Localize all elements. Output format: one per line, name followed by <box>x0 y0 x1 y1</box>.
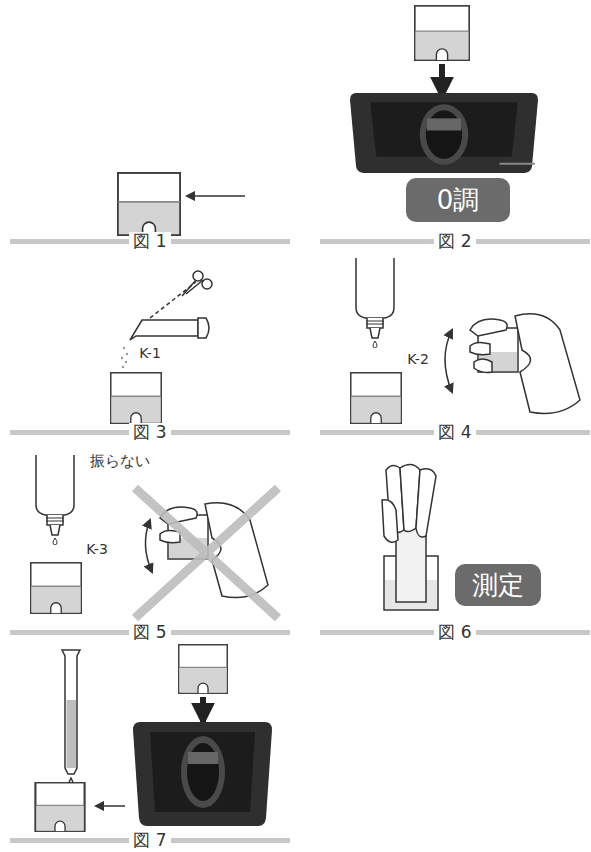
figure-caption: 図 1 <box>129 232 170 252</box>
reagent-label: 振らない <box>86 453 154 470</box>
reagent-label: K-1 <box>135 345 165 361</box>
reagent-label: K-3 <box>82 541 112 557</box>
reagent-label: K-2 <box>403 351 433 367</box>
figure-caption: 図 2 <box>434 232 475 252</box>
figure-caption: 図 7 <box>129 831 170 851</box>
figure-caption: 図 4 <box>434 423 475 443</box>
figure-caption: 図 6 <box>434 623 475 643</box>
badge-text: 測定 <box>472 571 524 600</box>
figure-caption: 図 3 <box>129 423 170 443</box>
step-badge: 0調 <box>406 178 510 222</box>
figure-caption: 図 5 <box>129 623 170 643</box>
badge-text: 0調 <box>437 186 480 215</box>
step-badge: 測定 <box>455 564 541 607</box>
